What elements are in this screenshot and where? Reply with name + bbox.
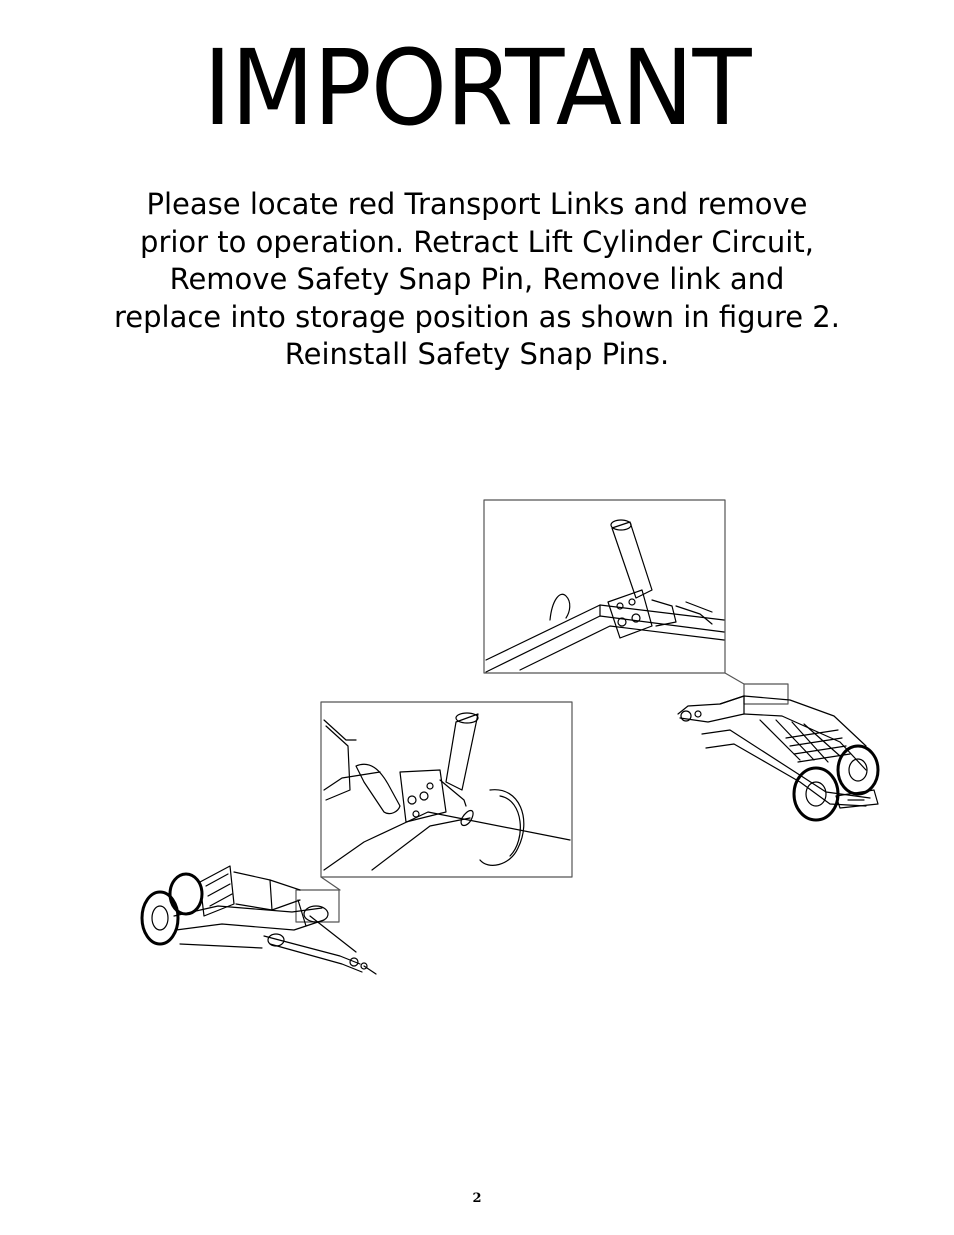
page-number: 2 xyxy=(472,1191,482,1206)
page-heading: IMPORTANT xyxy=(203,27,751,149)
detail-inset-top xyxy=(483,499,726,674)
scraper-right xyxy=(677,695,880,822)
scraper-left xyxy=(140,865,377,975)
instruction-line: replace into storage position as shown i… xyxy=(114,299,840,334)
instruction-line: Reinstall Safety Snap Pins. xyxy=(284,337,670,371)
instructions-paragraph: Please locate red Transport Links and re… xyxy=(60,186,894,374)
instruction-line: prior to operation. Retract Lift Cylinde… xyxy=(140,224,814,259)
instruction-line: Remove Safety Snap Pin, Remove link and xyxy=(169,262,785,296)
detail-inset-middle xyxy=(320,701,573,878)
instruction-line: Please locate red Transport Links and re… xyxy=(146,187,808,221)
